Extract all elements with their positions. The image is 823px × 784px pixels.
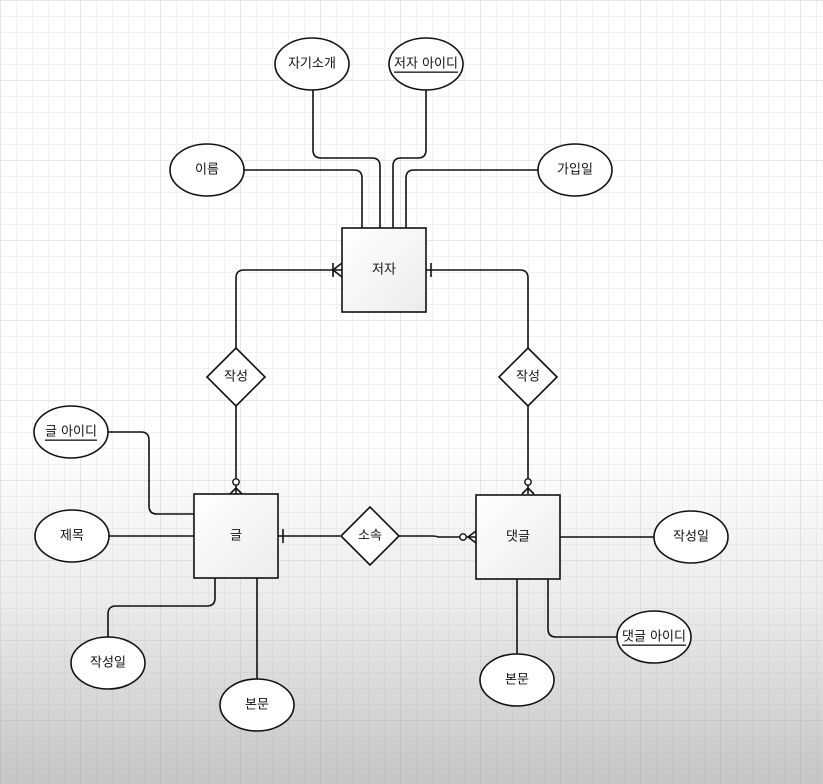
attribute-comment-body-label: 본문: [505, 673, 529, 688]
entity-post[interactable]: 글: [193, 493, 279, 579]
attribute-comment-id[interactable]: 댓글 아이디: [616, 610, 692, 664]
line-author-id: [392, 90, 427, 228]
line-post-id: [108, 431, 194, 515]
attribute-post-date-label: 작성일: [90, 656, 126, 671]
line-comment-id: [547, 578, 618, 638]
attribute-post-title[interactable]: 제목: [34, 509, 110, 563]
line-author-name: [244, 169, 363, 228]
relationship-belongs-label: 소속: [358, 529, 382, 544]
relationship-writes-comment-label: 작성: [516, 370, 540, 385]
attribute-author-name[interactable]: 이름: [169, 143, 245, 197]
entity-comment-label: 댓글: [506, 530, 530, 545]
attribute-author-name-label: 이름: [195, 163, 219, 178]
attribute-comment-id-label: 댓글 아이디: [622, 630, 686, 645]
marker-zero-many-at-post: [229, 478, 243, 495]
marker-zero-many-at-comment-belongs: [459, 530, 477, 544]
attribute-comment-date[interactable]: 작성일: [653, 510, 729, 564]
attribute-post-id[interactable]: 글 아이디: [33, 405, 109, 459]
attribute-comment-body[interactable]: 본문: [479, 653, 555, 707]
attribute-post-title-label: 제목: [60, 529, 84, 544]
attribute-post-body[interactable]: 본문: [219, 678, 295, 732]
line-author-writes-post: [235, 269, 342, 348]
attribute-post-date[interactable]: 작성일: [70, 636, 146, 690]
line-author-joined: [405, 169, 538, 228]
attribute-author-intro-label: 자기소개: [288, 57, 336, 72]
marker-zero-many-at-comment: [521, 478, 535, 495]
entity-author[interactable]: 저자: [341, 227, 427, 313]
attribute-author-id[interactable]: 저자 아이디: [388, 37, 464, 91]
attribute-author-joined-label: 가입일: [557, 163, 593, 178]
entity-comment[interactable]: 댓글: [475, 494, 561, 580]
marker-many-at-author: [332, 262, 343, 278]
attribute-comment-date-label: 작성일: [673, 530, 709, 545]
attribute-author-id-label: 저자 아이디: [394, 57, 458, 72]
attribute-post-id-label: 글 아이디: [45, 425, 97, 440]
line-belongs-comment: [399, 535, 476, 538]
entity-post-label: 글: [230, 529, 242, 544]
entity-author-label: 저자: [372, 263, 396, 278]
cardinality-markers: [229, 262, 535, 544]
relationship-writes-post-label: 작성: [224, 370, 248, 385]
attribute-author-intro[interactable]: 자기소개: [274, 37, 350, 91]
relationship-belongs[interactable]: 소속: [339, 505, 401, 567]
relationship-writes-post[interactable]: 작성: [205, 346, 267, 408]
connectors: [107, 90, 655, 680]
attribute-post-body-label: 본문: [245, 698, 269, 713]
relationship-writes-comment[interactable]: 작성: [497, 346, 559, 408]
line-post-date: [107, 578, 216, 637]
line-author-writes-comment: [426, 269, 529, 348]
line-author-intro: [312, 90, 381, 228]
attribute-author-joined[interactable]: 가입일: [537, 143, 613, 197]
